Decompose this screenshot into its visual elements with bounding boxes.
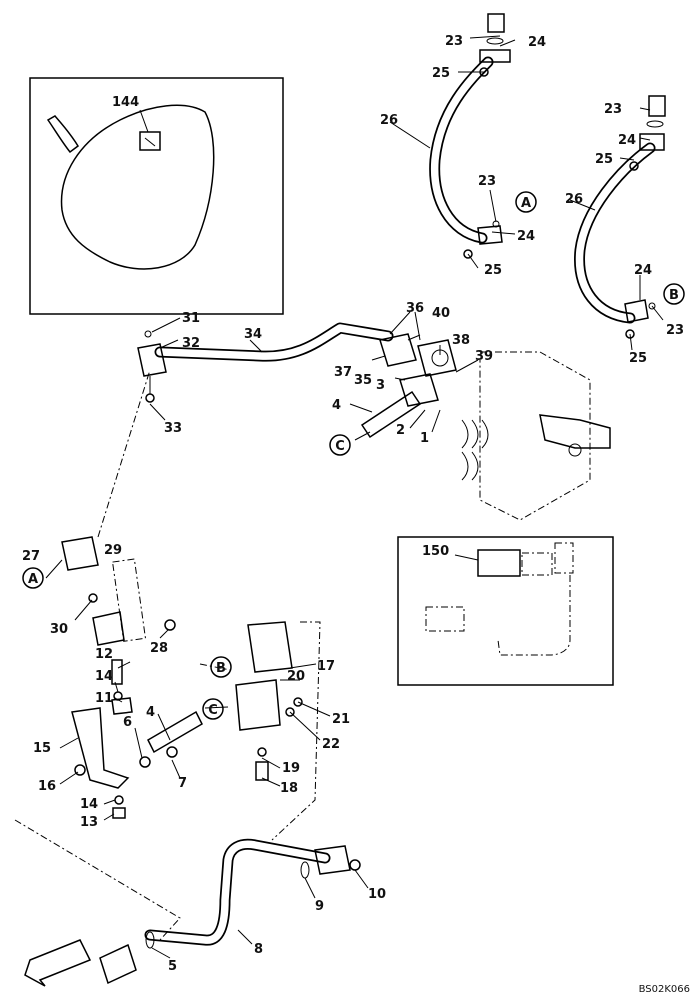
hose-34 <box>137 322 394 403</box>
callout-label: 19 <box>282 761 300 776</box>
valve-17-assembly <box>235 621 321 841</box>
callout-label: 18 <box>280 781 298 796</box>
callout-label: 8 <box>254 942 263 957</box>
inset-fuel-tank <box>29 77 284 315</box>
callout-label: 25 <box>432 66 450 81</box>
callout-label: 1 <box>420 431 429 446</box>
callout-label: 24 <box>528 35 546 50</box>
pedal-valve-assembly <box>61 369 176 646</box>
callout-label: 36 <box>406 301 424 316</box>
leader-144 <box>139 109 149 133</box>
callout-label: 14 <box>95 669 113 684</box>
callout-label: 35 <box>354 373 372 388</box>
callout-label: 28 <box>150 641 168 656</box>
ref-label: A <box>521 196 531 211</box>
inset-frame <box>29 77 284 315</box>
ref-circle-B-bottom <box>210 656 232 678</box>
callout-label: 5 <box>168 959 177 974</box>
callout-label: 40 <box>432 306 450 321</box>
ref-label: B <box>669 288 679 303</box>
leader-A-dash <box>97 369 151 538</box>
callout-label: 38 <box>452 333 470 348</box>
leader-lines <box>45 35 664 959</box>
callout-label: 27 <box>22 549 40 564</box>
callout-label: 34 <box>244 327 262 342</box>
callout-label: 10 <box>368 887 386 902</box>
ref-label: C <box>208 703 218 718</box>
callout-label: 29 <box>104 543 122 558</box>
callout-label: 7 <box>178 776 187 791</box>
part-144-shape <box>139 131 161 151</box>
callout-label: 33 <box>164 421 182 436</box>
ref-circle-C-top <box>329 434 351 456</box>
callout-label: 13 <box>80 815 98 830</box>
hose-26-right <box>574 95 666 339</box>
hose-8 <box>14 819 361 987</box>
callout-label: 16 <box>38 779 56 794</box>
callout-label: 150 <box>422 544 449 559</box>
callout-label: 25 <box>484 263 502 278</box>
front-arrow <box>24 939 92 987</box>
ref-label: A <box>28 572 38 587</box>
callout-label: 25 <box>595 152 613 167</box>
callout-label: 20 <box>287 669 305 684</box>
fuel-tank-outline <box>60 104 215 270</box>
inset-frame-150 <box>397 536 614 686</box>
callout-label: 6 <box>123 715 132 730</box>
callout-label: 23 <box>666 323 684 338</box>
bracket-15-assembly <box>71 659 203 819</box>
callout-label: 31 <box>182 311 200 326</box>
ref-circle-B-top <box>663 283 685 305</box>
callout-label: 12 <box>95 647 113 662</box>
callout-label: 4 <box>332 398 341 413</box>
callout-label: 3 <box>376 378 385 393</box>
ref-label: C <box>335 439 345 454</box>
ref-circle-A-top <box>515 191 537 213</box>
callout-label: 21 <box>332 712 350 727</box>
fuel-tank-neck <box>46 115 79 154</box>
callout-label: 22 <box>322 737 340 752</box>
callout-label: 23 <box>604 102 622 117</box>
callout-label: 24 <box>634 263 652 278</box>
callout-label: 2 <box>396 423 405 438</box>
ref-circle-A-bottom <box>22 567 44 589</box>
reference-markers: A B C A B C <box>22 191 685 720</box>
callout-label: 144 <box>112 95 139 110</box>
inset-150 <box>397 536 614 686</box>
callout-label: 11 <box>95 691 113 706</box>
ref-label: B <box>216 661 226 676</box>
callout-label: 23 <box>445 34 463 49</box>
callout-label: 26 <box>380 113 398 128</box>
callout-label: 14 <box>80 797 98 812</box>
callout-label: 25 <box>629 351 647 366</box>
callout-label: 26 <box>565 192 583 207</box>
drawing-code: BS02K066 <box>639 984 690 995</box>
ref-circle-C-bottom <box>202 698 224 720</box>
callout-label: 17 <box>317 659 335 674</box>
callout-label: 32 <box>182 336 200 351</box>
callout-label: 37 <box>334 365 352 380</box>
hose-26-left <box>429 13 511 259</box>
callout-label: 9 <box>315 899 324 914</box>
callout-numbers: 144 150 23 24 25 26 23 24 25 23 24 25 26… <box>22 34 684 974</box>
callout-label: 30 <box>50 622 68 637</box>
callout-label: 15 <box>33 741 51 756</box>
callout-label: 24 <box>517 229 535 244</box>
callout-label: 4 <box>146 705 155 720</box>
callout-label: 39 <box>475 349 493 364</box>
callout-label: 24 <box>618 133 636 148</box>
callout-label: 23 <box>478 174 496 189</box>
